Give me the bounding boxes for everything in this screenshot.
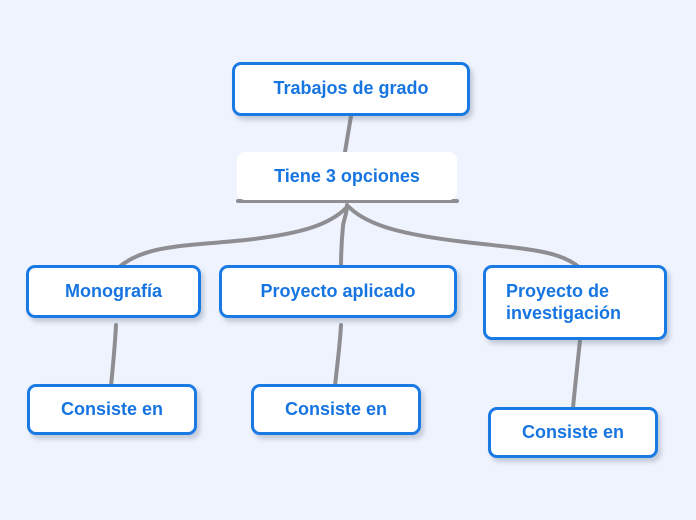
node-root-label: Trabajos de grado	[273, 78, 429, 99]
node-root[interactable]: Trabajos de grado	[232, 62, 470, 116]
node-option-proyecto-investigacion-line2: investigación	[506, 302, 622, 323]
node-branch-label-text: Tiene 3 opciones	[274, 165, 420, 186]
node-option-proyecto-aplicado-label: Proyecto aplicado	[260, 280, 416, 301]
node-detail-monografia[interactable]: Consiste en	[27, 384, 197, 435]
edge-option3-to-detail3	[571, 338, 582, 410]
edge-branch-to-option1	[116, 205, 349, 270]
node-detail-proyecto-investigacion[interactable]: Consiste en	[488, 407, 658, 458]
edge-root-to-branch	[343, 114, 353, 154]
node-detail-proyecto-aplicado[interactable]: Consiste en	[251, 384, 421, 435]
branch-label-underline	[236, 199, 459, 203]
node-option-proyecto-investigacion-line1: Proyecto de	[506, 280, 610, 301]
node-option-monografia[interactable]: Monografía	[26, 265, 201, 318]
edge-option2-to-detail2	[333, 323, 343, 388]
edge-branch-to-option2	[339, 203, 349, 270]
node-option-proyecto-investigacion[interactable]: Proyecto de investigación	[483, 265, 667, 340]
edge-option1-to-detail1	[109, 323, 118, 388]
node-option-proyecto-investigacion-label: Proyecto de investigación	[506, 281, 621, 325]
edge-branch-to-option3	[347, 205, 582, 270]
node-detail-proyecto-investigacion-label: Consiste en	[521, 421, 625, 442]
node-option-proyecto-aplicado[interactable]: Proyecto aplicado	[219, 265, 457, 318]
node-detail-proyecto-aplicado-label: Consiste en	[284, 398, 388, 419]
node-option-monografia-label: Monografía	[65, 280, 162, 301]
node-branch-label[interactable]: Tiene 3 opciones	[237, 152, 457, 200]
node-detail-monografia-label: Consiste en	[60, 398, 164, 419]
